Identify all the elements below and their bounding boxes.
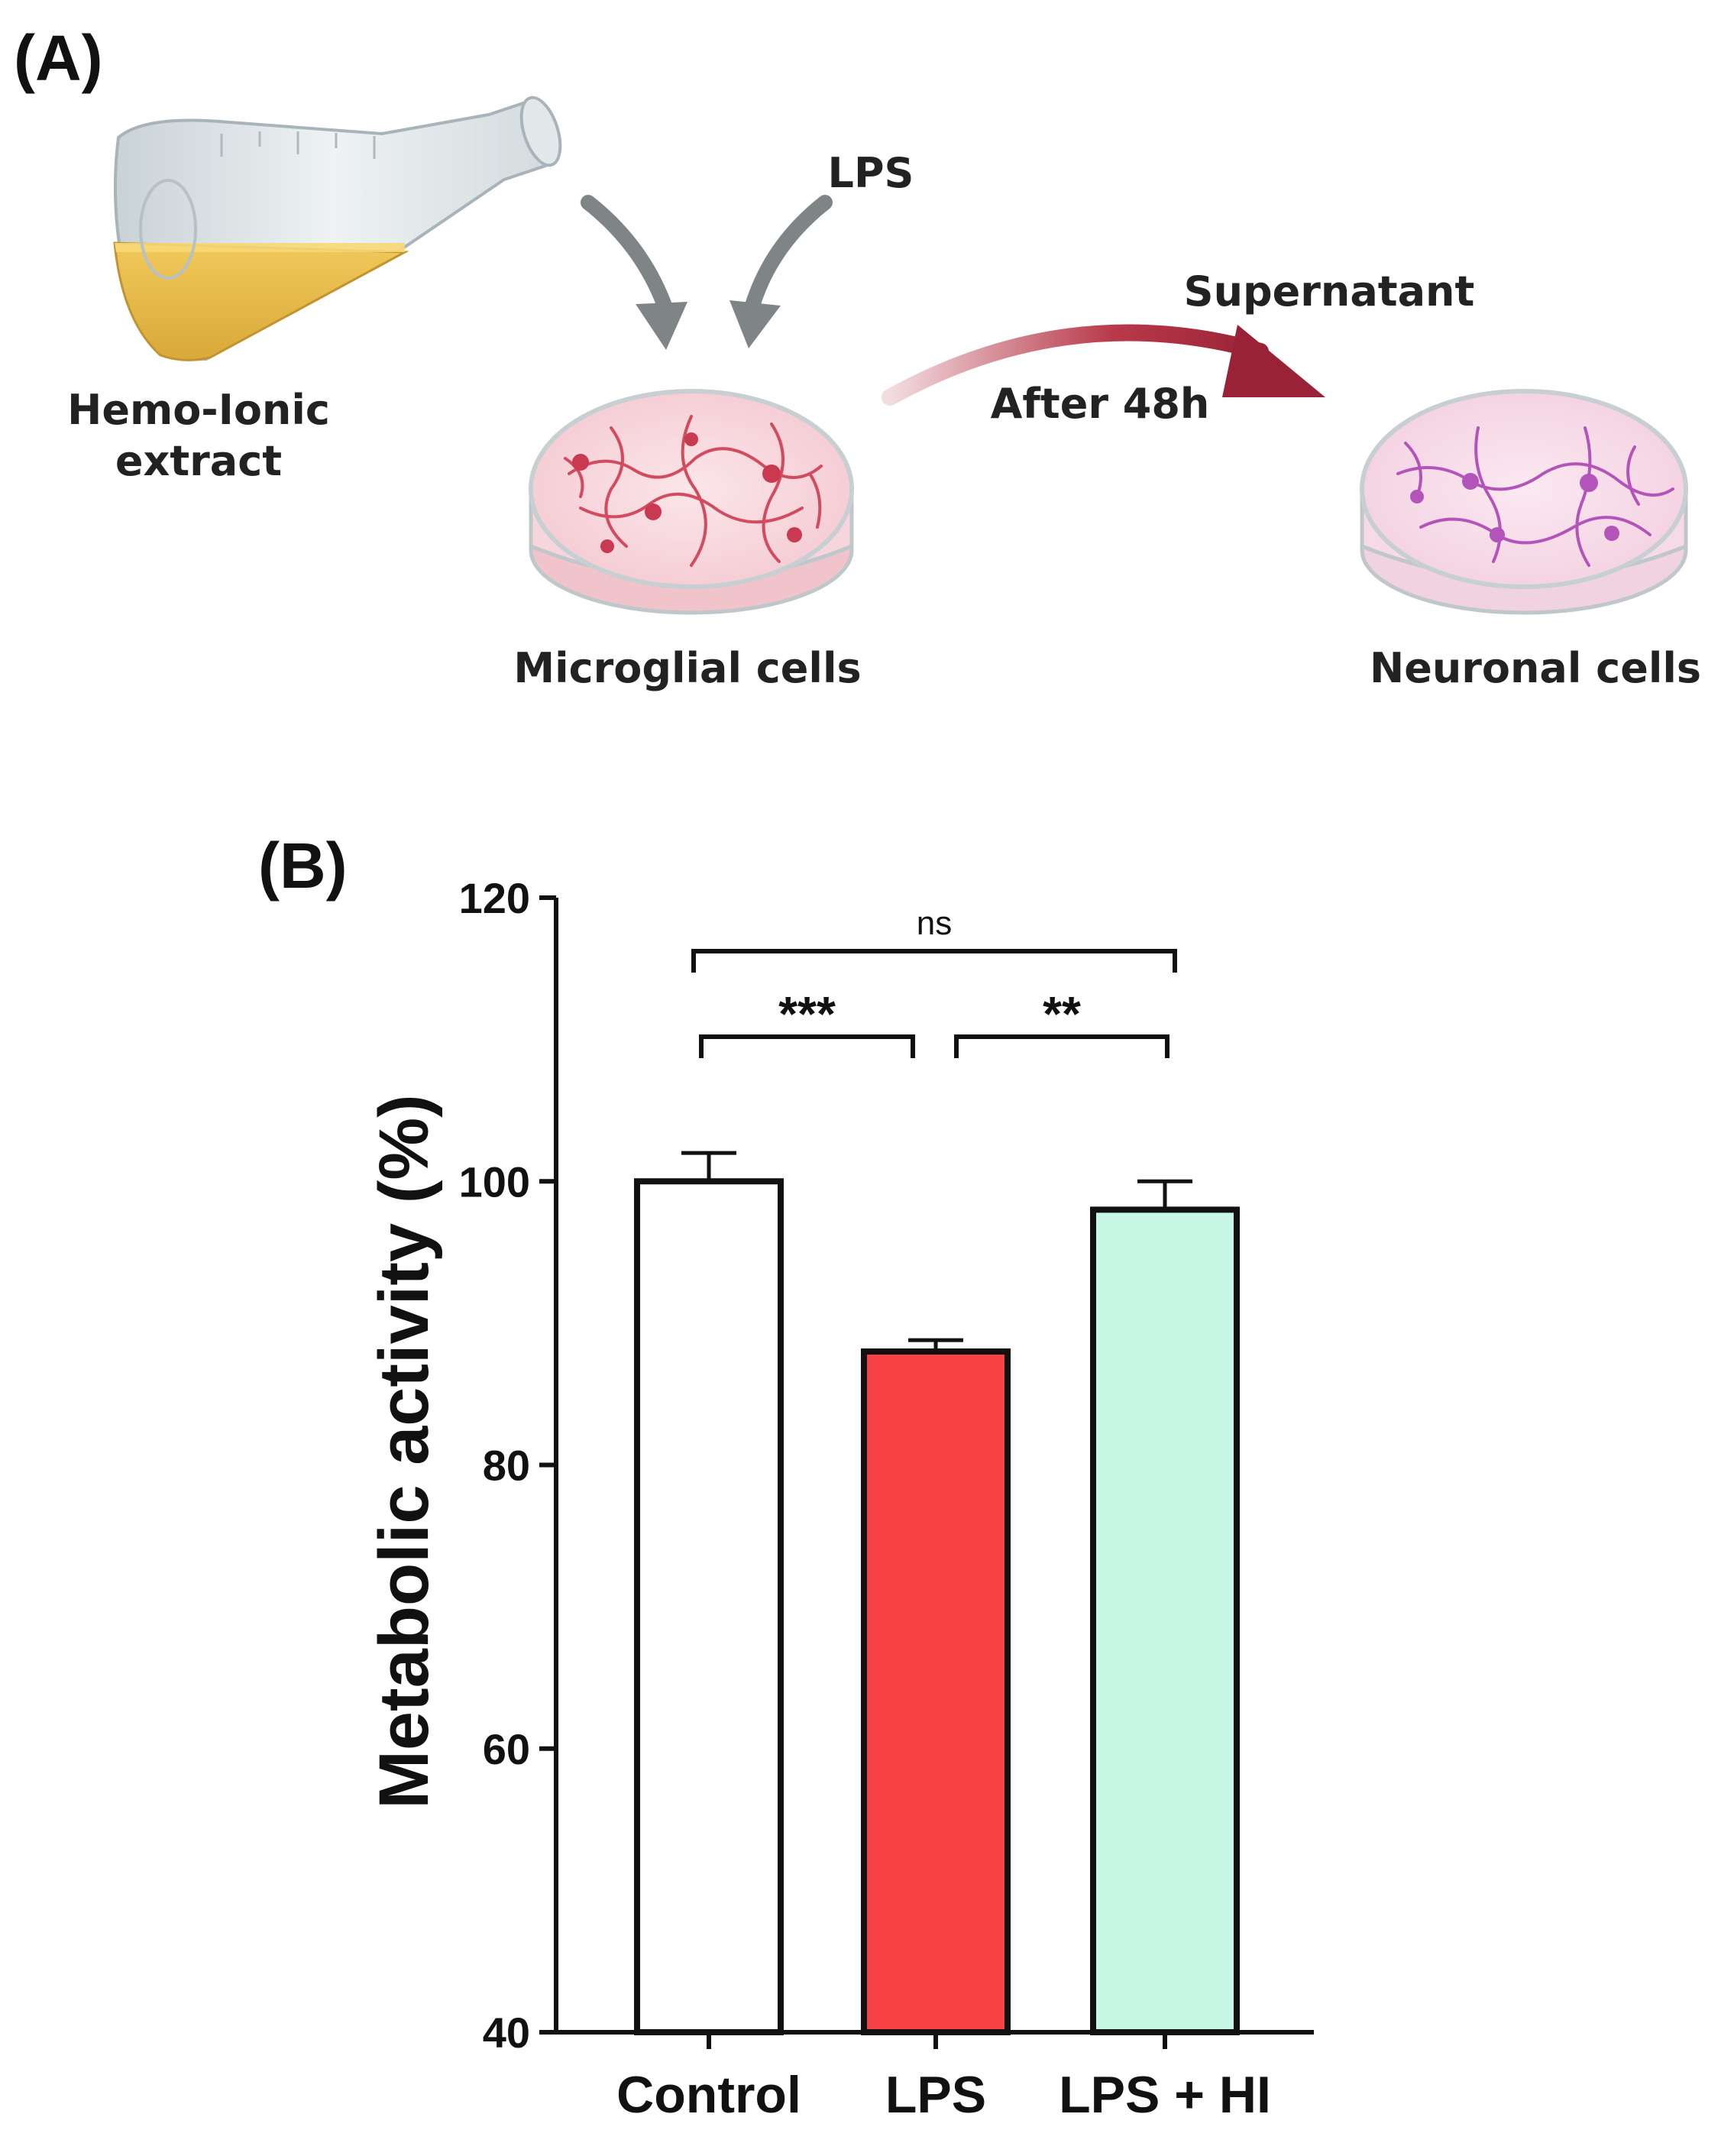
y-tick-label: 60 bbox=[483, 1725, 530, 1773]
significance-bracket: ** bbox=[954, 986, 1169, 1058]
bar bbox=[861, 1348, 1011, 2035]
time-label: After 48h bbox=[990, 380, 1210, 428]
lps-arrow-icon bbox=[730, 195, 833, 348]
y-tick-label: 80 bbox=[483, 1442, 530, 1490]
bracket-line bbox=[699, 1034, 915, 1058]
x-tick-label: LPS + HI bbox=[1059, 2066, 1271, 2124]
workflow-diagram bbox=[113, 95, 1688, 615]
significance-bracket: ns bbox=[691, 905, 1177, 973]
panel-b-label: (B) bbox=[258, 830, 348, 902]
y-axis-label: Metabolic activity (%) bbox=[365, 1094, 443, 1809]
microglia-label: Microglial cells bbox=[513, 644, 862, 692]
bar bbox=[634, 1178, 784, 2035]
lps-label: LPS bbox=[827, 149, 914, 197]
x-tick-label: LPS bbox=[885, 2066, 986, 2124]
x-tick-label: Control bbox=[616, 2066, 801, 2124]
flask-icon bbox=[113, 95, 562, 361]
neuron-label: Neuronal cells bbox=[1370, 644, 1701, 692]
y-tick-label: 40 bbox=[483, 2009, 530, 2057]
significance-label: ns bbox=[917, 905, 952, 942]
microglia-dish-icon bbox=[529, 389, 854, 615]
extract-arrow-icon bbox=[581, 195, 687, 350]
y-tick-label: 120 bbox=[459, 874, 530, 922]
significance-label: *** bbox=[778, 986, 836, 1041]
bracket-line bbox=[954, 1034, 1169, 1058]
panel-a-label: (A) bbox=[14, 22, 103, 94]
bar bbox=[1090, 1206, 1240, 2035]
supernatant-label: Supernatant bbox=[1183, 267, 1475, 316]
significance-bracket: *** bbox=[699, 986, 915, 1058]
extract-label-line2: extract bbox=[115, 437, 283, 485]
bracket-line bbox=[691, 949, 1177, 973]
y-tick-label: 100 bbox=[459, 1157, 530, 1206]
significance-label: ** bbox=[1043, 986, 1081, 1041]
extract-label-line1: Hemo-Ionic bbox=[67, 386, 330, 434]
neuron-dish-icon bbox=[1360, 389, 1688, 615]
supernatant-arrow-icon bbox=[882, 324, 1325, 406]
